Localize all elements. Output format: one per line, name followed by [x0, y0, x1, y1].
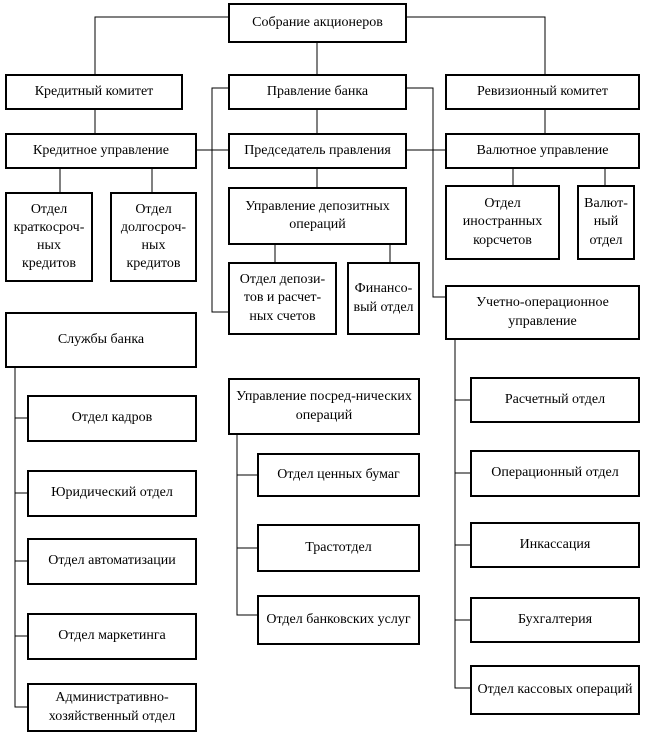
node-short-credit: Отдел краткосроч-ных кредитов: [5, 192, 93, 282]
node-hr: Отдел кадров: [27, 395, 197, 442]
node-accounting-ops: Учетно-операционное управление: [445, 285, 640, 340]
node-marketing: Отдел маркетинга: [27, 613, 197, 660]
node-bookkeeping: Бухгалтерия: [470, 597, 640, 643]
node-deposit-ops: Управление депозитных операций: [228, 187, 407, 245]
node-admin: Административно-хозяйственный отдел: [27, 683, 197, 732]
node-currency-div: Валют-ный отдел: [577, 185, 635, 260]
node-deposit-div: Отдел депози-тов и расчет-ных счетов: [228, 262, 337, 335]
node-intermediary: Управление посред-нических операций: [228, 378, 420, 435]
node-audit-committee: Ревизионный комитет: [445, 74, 640, 110]
node-collection: Инкассация: [470, 522, 640, 568]
node-services: Службы банка: [5, 312, 197, 368]
node-credit-committee: Кредитный комитет: [5, 74, 183, 110]
node-trust: Трастотдел: [257, 524, 420, 572]
node-operational: Операционный отдел: [470, 450, 640, 497]
node-bank-services: Отдел банковских услуг: [257, 595, 420, 645]
node-chairman: Председатель правления: [228, 133, 407, 169]
node-long-credit: Отдел долгосроч-ных кредитов: [110, 192, 197, 282]
node-finance-div: Финансо-вый отдел: [347, 262, 420, 335]
node-credit-dept: Кредитное управление: [5, 133, 197, 169]
node-securities: Отдел ценных бумаг: [257, 453, 420, 497]
node-cash-ops: Отдел кассовых операций: [470, 665, 640, 715]
node-automation: Отдел автоматизации: [27, 538, 197, 585]
node-board: Правление банка: [228, 74, 407, 110]
node-currency-dept: Валютное управление: [445, 133, 640, 169]
node-settlement: Расчетный отдел: [470, 377, 640, 423]
node-foreign-corr: Отдел иностранных корсчетов: [445, 185, 560, 260]
node-legal: Юридический отдел: [27, 470, 197, 517]
node-shareholders: Собрание акционеров: [228, 3, 407, 43]
